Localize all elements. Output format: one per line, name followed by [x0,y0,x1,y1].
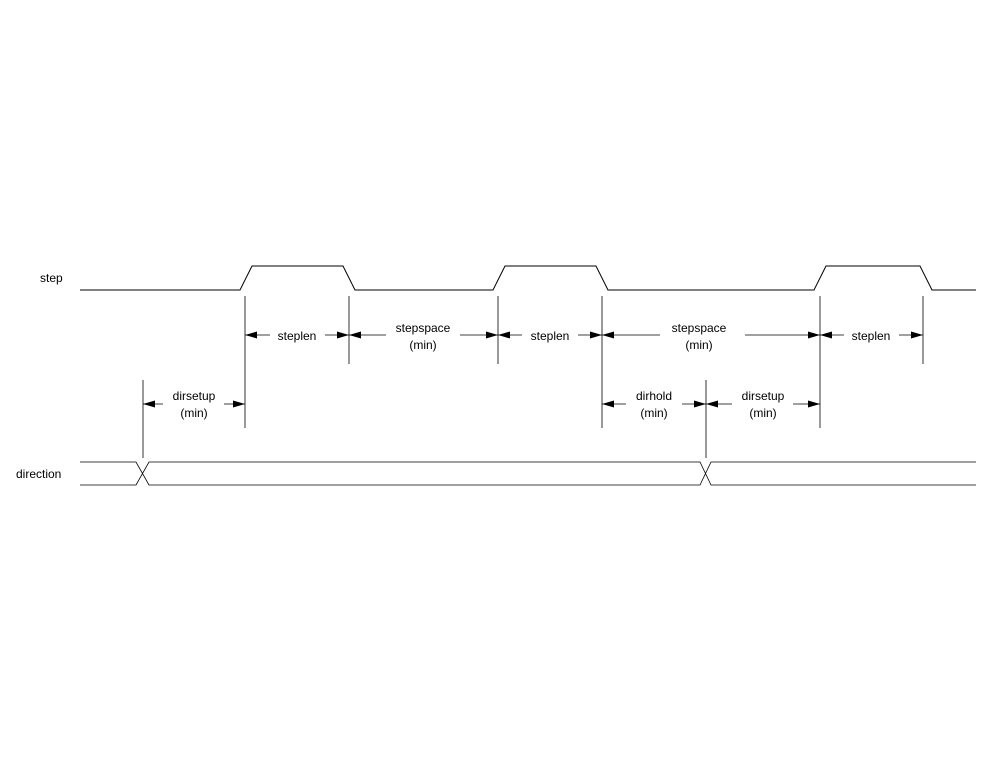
stepspace-dimension-2: stepspace (min) [602,321,820,352]
dirhold-label: dirhold [636,389,672,403]
steplen-label: steplen [852,329,891,343]
min-label: (min) [749,406,776,420]
min-label: (min) [640,406,667,420]
min-label: (min) [685,338,712,352]
step-waveform [80,265,976,291]
dirsetup-label: dirsetup [742,389,785,403]
direction-waveform [80,461,976,486]
steplen-label: steplen [531,329,570,343]
steplen-dimension-1: steplen [245,329,349,343]
stepspace-dimension-1: stepspace (min) [349,321,498,352]
stepspace-label: stepspace [672,321,727,335]
step-signal-label: step [40,271,63,285]
direction-signal-label: direction [16,467,61,481]
steplen-label: steplen [278,329,317,343]
min-label: (min) [409,338,436,352]
dirsetup-dimension-1: dirsetup (min) [143,389,245,420]
dirsetup-dimension-2: dirsetup (min) [706,389,820,420]
dirsetup-label: dirsetup [173,389,216,403]
steplen-dimension-2: steplen [498,329,602,343]
timing-reference-lines [142,296,924,458]
stepspace-label: stepspace [396,321,451,335]
dirhold-dimension: dirhold (min) [602,389,706,420]
steplen-dimension-3: steplen [820,329,923,343]
min-label: (min) [180,406,207,420]
